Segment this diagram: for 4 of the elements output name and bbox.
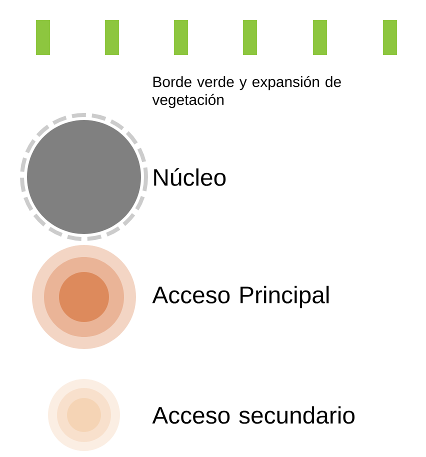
legend-text: Núcleo: [154, 168, 226, 186]
legend-text: Borde verde y expansión de vegetación: [152, 76, 341, 108]
legend-text: Acceso Principal: [152, 286, 329, 308]
legend-text: Acceso secundario: [152, 406, 354, 424]
